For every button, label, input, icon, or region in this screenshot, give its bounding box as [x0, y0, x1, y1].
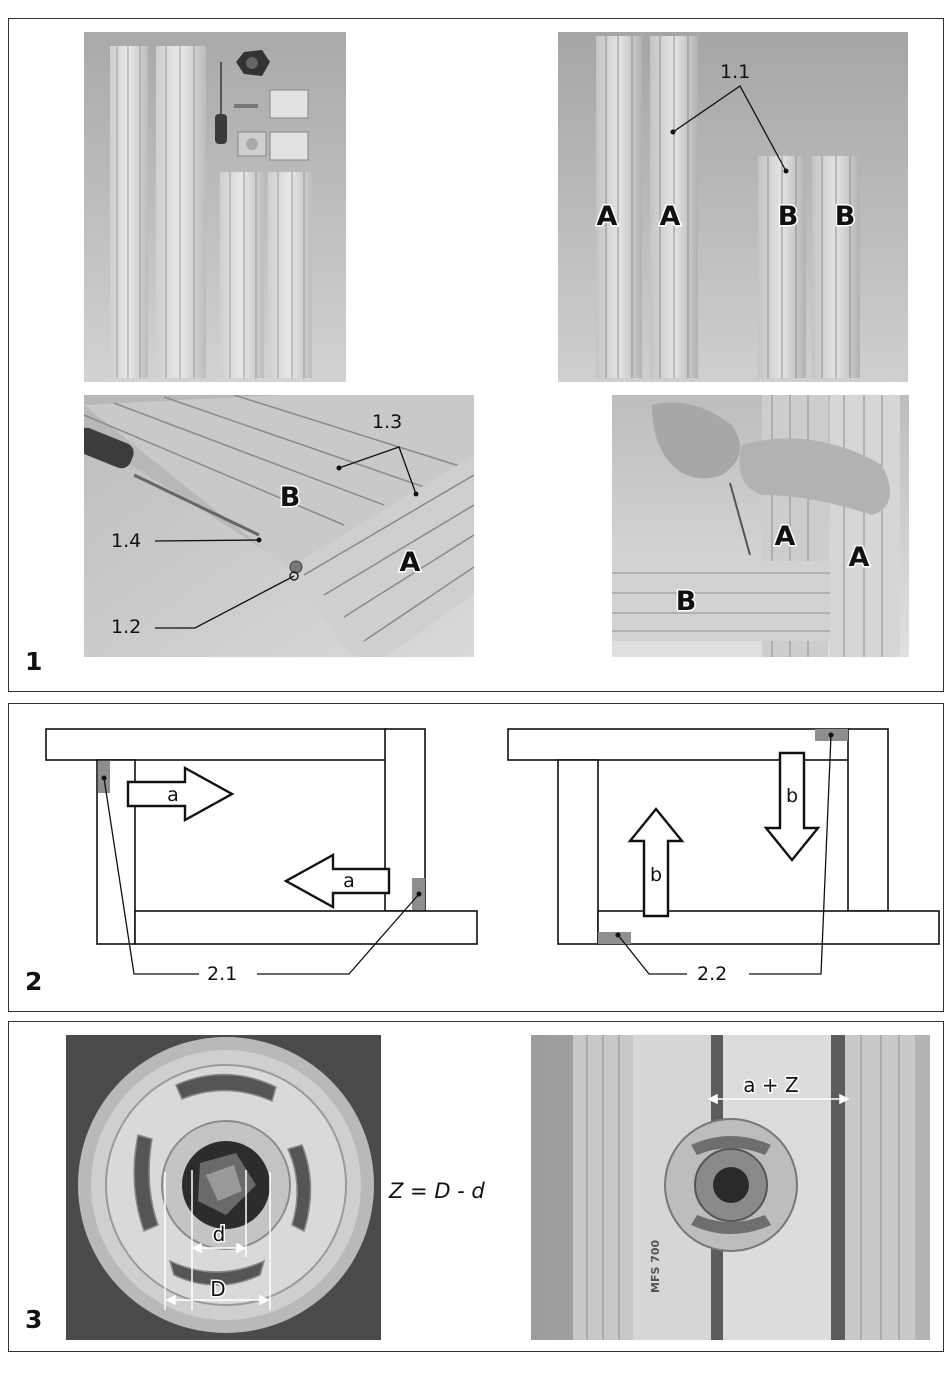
callout-2-2: 2.2	[697, 963, 727, 985]
photo-squaring-rails	[612, 395, 909, 657]
callout-1-3: 1.3	[372, 411, 402, 433]
arrow-b-down-label: b	[786, 785, 798, 807]
photo-template-rail: MFS 700	[531, 1035, 930, 1340]
callout-2-1: 2.1	[207, 963, 237, 985]
clamp-left-bottom	[412, 878, 425, 910]
photo-guide-bushing	[66, 1035, 381, 1340]
photo-kit-overview	[84, 32, 346, 382]
arrow-b-down	[766, 753, 818, 860]
callout-1-1: 1.1	[720, 61, 750, 83]
clamp-right-top	[815, 729, 848, 741]
figure-2-panel: a a b b 2.1 2.2 2	[8, 703, 944, 1012]
rail-marking-text: MFS 700	[649, 1239, 662, 1293]
callout-1-4: 1.4	[111, 530, 141, 552]
clamp-right-bottom	[598, 932, 631, 944]
formula-z: Z = D - d	[389, 1179, 485, 1203]
figure-1-panel: A A B B B A A A B 1.1 1.3 1.4 1.2 1	[8, 18, 944, 692]
arrow-a-left	[286, 855, 389, 907]
photo-rails-ab	[558, 32, 908, 382]
figure-number-2: 2	[25, 967, 42, 996]
arrow-a-right	[128, 768, 232, 820]
clamp-left-top	[98, 761, 110, 793]
photo-corner-joint	[84, 395, 474, 657]
figure-number-1: 1	[25, 647, 42, 676]
figure-2-diagram: a a b b	[9, 704, 943, 1011]
arrow-a-right-label: a	[167, 784, 179, 806]
figure-3-panel: MFS 700 d D a + Z Z = D - d	[8, 1021, 944, 1352]
figure-number-3: 3	[25, 1305, 42, 1334]
arrow-b-up	[630, 809, 682, 916]
callout-1-2: 1.2	[111, 616, 141, 638]
arrow-b-up-label: b	[650, 864, 662, 886]
arrow-a-left-label: a	[343, 870, 355, 892]
